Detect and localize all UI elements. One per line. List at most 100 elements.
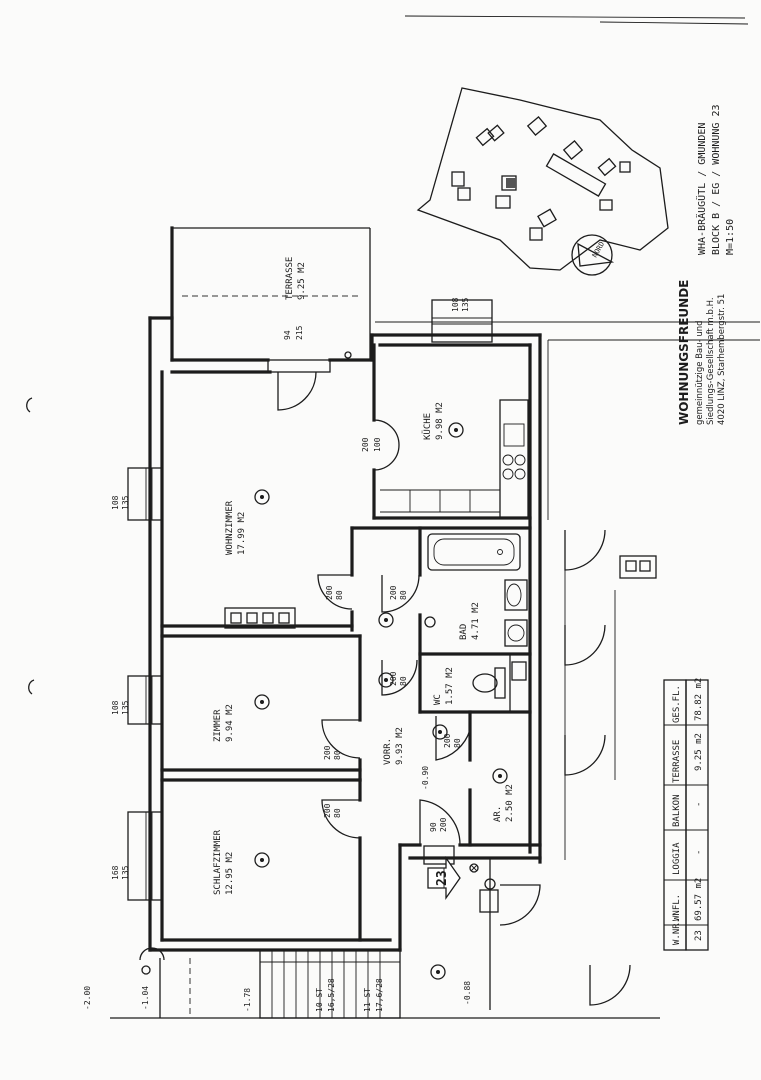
dim-kitchen-door-b: 100 <box>373 437 382 452</box>
company-block: WOHNUNGSFREUNDE gemeinnützige Bau- und S… <box>677 280 727 425</box>
table-header-wnfl: WNFL. <box>672 894 682 921</box>
bathtub <box>427 533 521 571</box>
dim-ar-door-b: 80 <box>453 738 462 748</box>
dim-win-wz-b: 135 <box>121 495 130 510</box>
room-name-ar: AR. <box>493 806 503 822</box>
room-area-wc: 1.57 M2 <box>445 667 455 705</box>
fixtures <box>224 399 657 913</box>
site-plan: NORD <box>416 87 669 276</box>
project-title-line1: WHA-BRÄUGÜTL / GMUNDEN <box>695 123 708 255</box>
level-out4: -1.04 <box>141 986 150 1010</box>
room-name-zimmer: ZIMMER <box>213 709 223 742</box>
window-terrasse <box>267 359 331 373</box>
level-out2: -1.78 <box>243 988 252 1012</box>
scan-edge-lines <box>404 15 749 25</box>
dim-entry-a: 90 <box>429 822 438 832</box>
north-arrow-icon: NORD <box>571 234 615 276</box>
room-area-schlafzimmer: 12.95 M2 <box>225 852 235 895</box>
svg-text:NORD: NORD <box>591 240 606 259</box>
dim-bad-door-b: 80 <box>399 590 408 600</box>
room-area-wohnzimmer: 17.99 M2 <box>237 512 247 555</box>
room-name-kueche: KÜCHE <box>422 413 433 440</box>
table-cell-balkon: - <box>694 802 704 807</box>
project-title: WHA-BRÄUGÜTL / GMUNDEN BLOCK B / EG / WO… <box>695 104 736 255</box>
room-area-bad: 4.71 M2 <box>471 602 481 640</box>
project-title-line2: BLOCK B / EG / WOHNUNG 23 <box>711 104 722 255</box>
entrance-arrow-icon <box>427 855 461 901</box>
room-name-wc: WC <box>433 694 443 705</box>
meter-box <box>479 878 499 913</box>
table-header-balkon: BALKON <box>672 794 682 827</box>
dim-sz-door-a: 200 <box>323 803 332 818</box>
room-area-kueche: 9.98 M2 <box>435 402 445 440</box>
dim-wc-door-a: 200 <box>389 671 398 686</box>
dim-zimmer-door-b: 80 <box>333 750 342 760</box>
table-header-gesfl: GES.FL. <box>672 685 682 723</box>
table-cell-gesfl: 78.82 m2 <box>694 678 704 721</box>
unit-number: 23 <box>435 870 450 886</box>
area-table: W.NR. WNFL. LOGGIA BALKON TERRASSE GES.F… <box>663 678 709 951</box>
room-name-bad: BAD <box>459 624 469 640</box>
table-header-loggia: LOGGIA <box>672 842 682 875</box>
radiator-wohnzimmer <box>224 607 296 629</box>
dim-zimmer-door-a: 200 <box>323 745 332 760</box>
company-line3: 4020 LINZ, Starhembergstr. 51 <box>717 294 727 425</box>
windows <box>127 299 493 901</box>
company-name: WOHNUNGSFREUNDE <box>677 280 691 425</box>
shaft-outside <box>619 555 657 579</box>
table-header-terrasse: TERRASSE <box>672 740 682 783</box>
punch-marks <box>26 397 35 695</box>
stair-label-b: 16,5/28 <box>327 978 336 1012</box>
company-line1: gemeinnützige Bau- und <box>695 320 705 425</box>
room-area-zimmer: 9.94 M2 <box>225 704 235 742</box>
toilet <box>472 667 506 699</box>
room-name-schlafzimmer: SCHLAFZIMMER <box>213 829 223 895</box>
dim-bad-door-a: 200 <box>389 585 398 600</box>
room-area-vorr: 9.93 M2 <box>395 727 405 765</box>
room-name-vorr: VORR. <box>383 738 393 765</box>
room-area-ar: 2.50 M2 <box>505 784 515 822</box>
entry-box <box>423 845 479 873</box>
dim-win-z-b: 135 <box>121 700 130 715</box>
dim-win-wz-a: 108 <box>111 495 120 510</box>
table-header-wnr: W.NR. <box>672 918 682 945</box>
room-name-wohnzimmer: WOHNZIMMER <box>225 500 235 555</box>
washing-machine <box>504 619 528 647</box>
level-out1: -0.88 <box>463 981 472 1005</box>
table-cell-wnr: 23 <box>694 930 704 941</box>
doors <box>277 371 631 1006</box>
dim-terr-door-b: 215 <box>295 325 304 340</box>
dim-wc-door-b: 80 <box>399 676 408 686</box>
dim-terr-door-a: 94 <box>283 330 292 340</box>
room-name-terrasse: TERRASSE <box>285 257 295 300</box>
stair-label-c: 11 ST <box>363 988 372 1012</box>
ceiling-light-icon <box>254 351 508 980</box>
washbasin-bad <box>504 579 528 611</box>
wc-basin <box>511 661 527 681</box>
dim-kitchen-door-a: 200 <box>361 437 370 452</box>
table-cell-terrasse: 9.25 m2 <box>694 733 704 771</box>
dim-entry-b: 200 <box>439 817 448 832</box>
dim-win-top-b: 135 <box>461 297 470 312</box>
window-wohnzimmer <box>127 467 163 521</box>
company-line2: Siedlungs-Gesellschaft m.b.H. <box>706 297 716 425</box>
stair-label-a: 10 ST <box>315 988 324 1012</box>
staircase <box>110 947 660 1019</box>
dim-win-top-a: 108 <box>451 297 460 312</box>
table-cell-loggia: - <box>694 850 704 855</box>
dimension-labels: 108 135 94 215 200 100 200 80 200 80 200… <box>83 297 472 1012</box>
window-zimmer <box>127 675 163 725</box>
dim-wz-door-a: 200 <box>325 585 334 600</box>
dim-ar-door-a: 200 <box>443 733 452 748</box>
window-schlafzimmer <box>127 811 163 901</box>
table-cell-wnfl: 69.57 m2 <box>694 878 704 921</box>
level-vorr: -0.90 <box>421 766 430 790</box>
dim-win-sz-b: 135 <box>121 865 130 880</box>
room-area-terrasse: 9.25 M2 <box>297 262 307 300</box>
stair-label-d: 17,6/28 <box>375 978 384 1012</box>
window-kueche <box>431 299 493 343</box>
dim-win-sz-a: 168 <box>111 865 120 880</box>
project-scale: M=1:50 <box>725 219 736 255</box>
